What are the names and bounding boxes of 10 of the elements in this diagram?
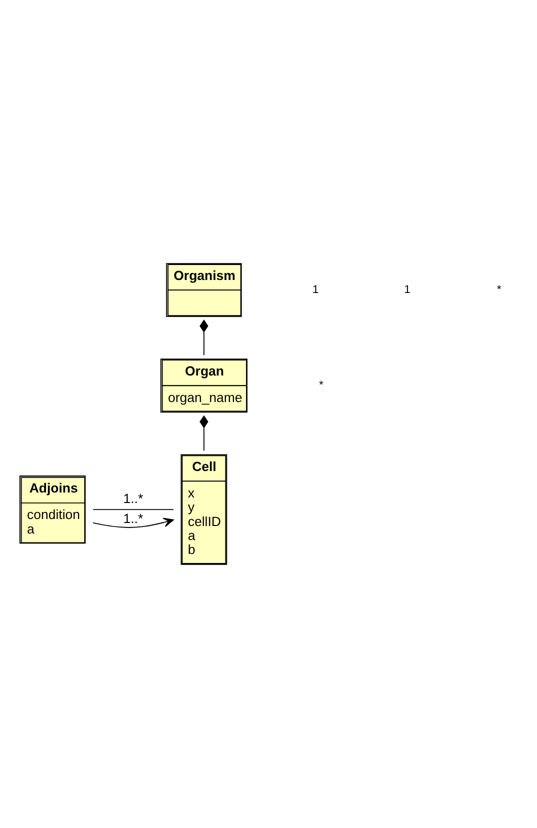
connector: [200, 415, 208, 452]
connector: [92, 509, 174, 510]
label: 1: [404, 284, 410, 296]
edge-label: 1..*: [123, 510, 144, 526]
edge-label: 1..*: [123, 491, 144, 506]
label: *: [319, 380, 324, 392]
connector: [200, 320, 208, 356]
label: *: [496, 284, 502, 296]
label: 1: [312, 284, 319, 296]
arrow: [92, 518, 174, 528]
